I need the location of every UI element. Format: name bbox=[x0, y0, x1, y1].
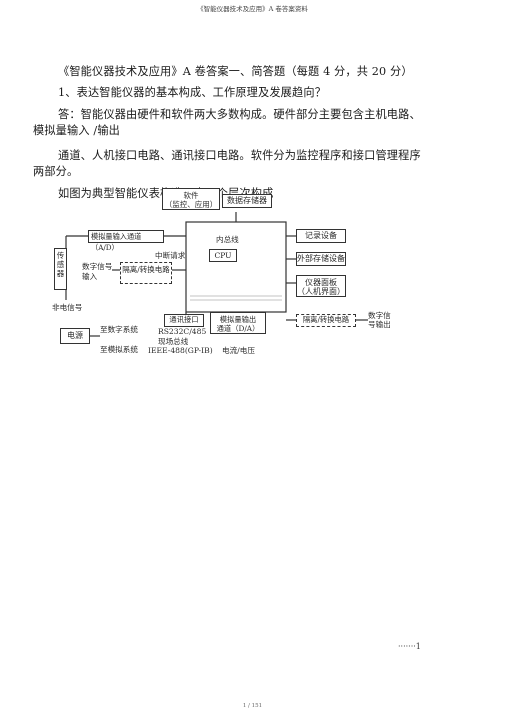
digital-input-label: 数字信号输入 bbox=[82, 262, 113, 281]
interrupt-request-label: 中断请求 bbox=[155, 251, 186, 260]
answer-line: 模拟量输入 /输出 bbox=[33, 124, 120, 137]
page-footer: 1 / 151 bbox=[242, 703, 263, 709]
external-storage-box: 外部存储设备 bbox=[296, 252, 346, 266]
answer-line: 答：智能仪器由硬件和软件两大多数构成。硬件部分主要包含主机电路、 bbox=[58, 108, 421, 121]
current-voltage-label: 电流/电压 bbox=[222, 346, 255, 355]
question-text: 1、表达智能仪器的基本构成、工作原理及发展趋向？ bbox=[58, 86, 327, 99]
power-box: 电源 bbox=[60, 328, 90, 344]
digital-output-label: 数字信号输出 bbox=[368, 311, 391, 329]
internal-bus-label: 内总线 bbox=[216, 235, 239, 244]
exam-title: 《智能仪器技术及应用》A 卷答案一、简答题（每题 4 分，共 20 分） bbox=[58, 65, 413, 78]
data-memory-box: 数据存储器 bbox=[222, 194, 272, 208]
recorder-box: 记录设备 bbox=[296, 229, 346, 243]
cpu-box: CPU bbox=[209, 249, 237, 262]
isolation-circuit-box: 隔离/转换电路 bbox=[120, 262, 172, 284]
page-header: 《智能仪器技术及应用》A 卷答案资料 bbox=[197, 5, 308, 13]
answer-line: 两部分。 bbox=[33, 165, 79, 178]
analog-output-channel: 模拟量输出 通道（D/A） bbox=[210, 312, 266, 334]
comm-interface-box: 通讯接口 bbox=[164, 314, 204, 327]
non-electric-signal-label: 非电信号 bbox=[52, 303, 83, 312]
instrument-panel-box: 仪器面板 （人机界面） bbox=[296, 275, 346, 297]
answer-line: 通道、人机接口电路、通讯接口电路。软件分为监控程序和接口管理程序 bbox=[58, 149, 421, 162]
sensor-box: 传感器 bbox=[54, 248, 67, 290]
analog-input-channel: 模拟量输入通道（A/D） bbox=[88, 230, 164, 252]
to-digital-system-label: 至数字系统 bbox=[100, 325, 138, 334]
to-analog-system-label: 至模拟系统 bbox=[100, 345, 138, 354]
software-box: 软件 （监控、应用） bbox=[162, 188, 220, 210]
isolation-output-box: 隔离/转换电路 bbox=[296, 314, 356, 327]
fieldbus-label: RS232C/485 现场总线 bbox=[158, 327, 207, 346]
ieee-488-label: IEEE-488(GP-IB) bbox=[148, 346, 213, 355]
page-marker: ·······1 bbox=[398, 642, 421, 651]
